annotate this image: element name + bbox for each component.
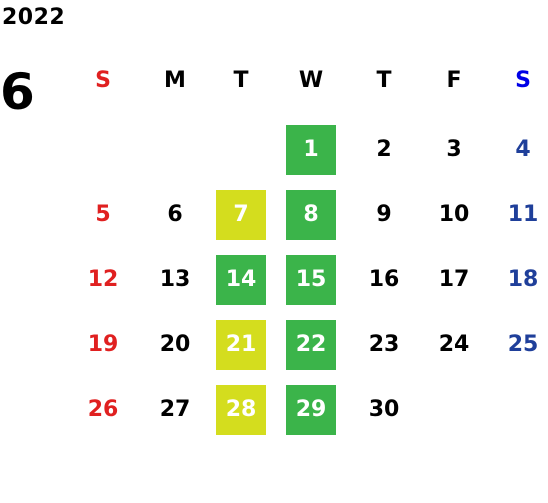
calendar-day[interactable]: 19 [87,332,119,357]
calendar-day[interactable]: 15 [286,255,336,305]
calendar-day[interactable]: 28 [216,385,266,435]
calendar-day[interactable]: 27 [159,397,191,422]
calendar-day[interactable]: 13 [159,267,191,292]
calendar-day[interactable]: 18 [507,267,539,292]
calendar-year: 2022 [2,5,66,30]
calendar-day[interactable]: 4 [515,137,531,162]
calendar-day[interactable]: 9 [376,202,392,227]
weekday-sunday: S [95,68,111,93]
calendar-day[interactable]: 14 [216,255,266,305]
calendar-month: 6 [0,63,35,121]
calendar-day[interactable]: 25 [507,332,539,357]
weekday-friday: F [446,68,462,93]
calendar-day[interactable]: 23 [368,332,400,357]
calendar-day[interactable]: 1 [286,125,336,175]
calendar-day[interactable]: 26 [87,397,119,422]
calendar-day[interactable]: 16 [368,267,400,292]
calendar-day[interactable]: 22 [286,320,336,370]
calendar-day[interactable]: 7 [216,190,266,240]
weekday-saturday: S [515,68,531,93]
calendar-day[interactable]: 29 [286,385,336,435]
calendar-day[interactable]: 20 [159,332,191,357]
calendar-day[interactable]: 11 [507,202,539,227]
calendar-day[interactable]: 10 [438,202,470,227]
calendar-day[interactable]: 30 [368,397,400,422]
calendar-day[interactable]: 12 [87,267,119,292]
calendar-day[interactable]: 2 [376,137,392,162]
calendar-day[interactable]: 24 [438,332,470,357]
calendar-day[interactable]: 3 [446,137,462,162]
weekday-monday: M [164,68,186,93]
weekday-tuesday: T [233,68,249,93]
calendar-day[interactable]: 8 [286,190,336,240]
weekday-wednesday: W [298,68,324,93]
calendar-day[interactable]: 17 [438,267,470,292]
calendar-day[interactable]: 21 [216,320,266,370]
calendar-day[interactable]: 6 [167,202,183,227]
weekday-thursday: T [376,68,392,93]
calendar-day[interactable]: 5 [95,202,111,227]
